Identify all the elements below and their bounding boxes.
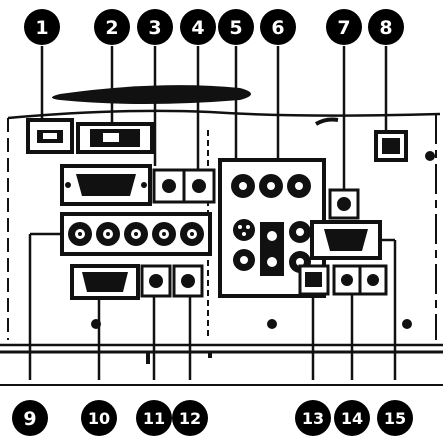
callout-number: 11 [143,409,165,428]
callout-bottom-15: 15 [377,400,413,436]
callout-bottom-12: 12 [172,400,208,436]
callout-top-4: 4 [180,9,216,45]
callout-number: 4 [191,17,204,39]
network-port-icon [298,264,330,296]
rear-panel [0,85,443,386]
screw-hole-icon [425,151,435,161]
callout-number: 13 [302,409,324,428]
vga-port-icon [60,164,152,206]
vga-port-icon [70,264,140,300]
rca-jack-icon [152,222,176,246]
callout-top-7: 7 [326,9,362,45]
callout-top-6: 6 [260,9,296,45]
callout-number: 2 [105,17,118,39]
leader-lines [28,46,397,380]
callout-number: 3 [148,17,161,39]
callout-top-2: 2 [94,9,130,45]
vga-port-icon [310,220,382,260]
rca-jack-icon [68,222,92,246]
rca-jack-row [60,212,212,256]
callout-number: 8 [379,17,392,39]
callout-number: 1 [35,17,48,39]
callout-top-8: 8 [368,9,404,45]
s-video-port-icon [233,219,255,241]
audio-jacks-pair [332,264,388,296]
power-socket-icon [26,118,74,154]
callout-number: 9 [23,408,36,430]
callout-bottom-11: 11 [136,400,172,436]
switch-icon [76,122,154,154]
callout-number: 10 [88,409,110,428]
callout-number: 15 [384,409,406,428]
callout-number: 14 [341,409,363,428]
callout-bottom-9: 9 [12,400,48,436]
callout-top-3: 3 [137,9,173,45]
rca-jack-icon [180,222,204,246]
callout-number: 7 [337,17,350,39]
callout-bottom-14: 14 [334,400,370,436]
callout-top-5: 5 [218,9,254,45]
rca-jack-icon [96,222,120,246]
audio-jacks-pair [152,168,216,204]
screw-hole-icon [402,319,412,329]
audio-jack-single [172,264,204,298]
callout-top-1: 1 [24,9,60,45]
callout-number: 12 [179,409,201,428]
callout-number: 6 [271,17,284,39]
callout-number: 5 [229,17,242,39]
network-port-icon [374,130,408,162]
audio-jack-single [328,188,360,220]
audio-jack-single [140,264,172,298]
rca-jack-icon [124,222,148,246]
callout-bottom-10: 10 [81,400,117,436]
callout-bottom-13: 13 [295,400,331,436]
screw-hole-icon [267,319,277,329]
